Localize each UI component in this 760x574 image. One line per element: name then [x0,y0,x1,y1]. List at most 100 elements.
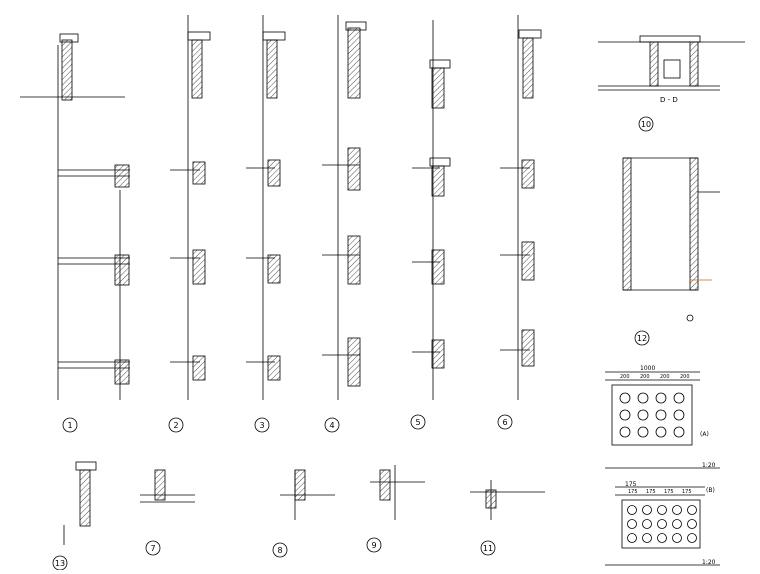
bolt-hole [672,519,682,529]
bolt-hole [619,409,631,421]
plate-a-dim-1: 200 [640,374,650,380]
bolt-hole [673,409,685,421]
plate-a-dim-2: 200 [660,374,670,380]
plate-b-dim-2: 175 [664,489,674,495]
scale-1: 1:20 [702,462,716,469]
plate-a-bolts [619,392,685,438]
plate-b-tag: (B) [706,487,715,494]
detail-number-6: 6 [502,418,507,427]
plate-b-dim-3: 175 [682,489,692,495]
bolt-hole [642,533,652,543]
detail-marker-12 [634,330,650,346]
opening [663,59,681,79]
wall-top [431,67,445,109]
plate-a-width: 1000 [640,365,655,372]
wall-right [689,157,699,291]
bolt-hole [687,533,697,543]
bolt-hole [627,505,637,515]
detail-marker-texts: 1 2 3 4 5 6 10 12 13 7 8 9 11 [55,120,651,568]
parapet-cap [59,33,79,43]
plate-b-dim-0: 175 [628,489,638,495]
detail-number-1: 1 [67,421,72,430]
beam-1 [521,159,535,189]
bolt-hole [637,426,649,438]
cap [75,461,97,471]
bolt-hole [655,426,667,438]
detail-number-7: 7 [150,544,155,553]
section-dd-label: D - D [660,96,678,104]
detail-9 [370,465,425,520]
parapet-cap [262,31,286,41]
detail-4 [322,15,367,400]
detail-number-8: 8 [277,546,282,555]
plate-outline [621,499,701,549]
plate-b-bolts [627,505,697,543]
plate-outline [611,384,693,446]
detail-5 [412,20,451,400]
detail-number-10: 10 [641,120,651,129]
detail-8 [280,469,335,520]
wall-top [522,37,534,99]
detail-marker-10 [638,116,654,132]
top-cap [639,35,701,43]
detail-3 [246,15,286,400]
detail-2 [170,15,211,400]
detail-marker-3 [254,417,270,433]
detail-marker-6 [497,414,513,430]
detail-marker-7 [145,540,161,556]
detail-marker-1 [62,417,78,433]
plate-b-dim: 175 [625,481,637,488]
detail-marker-11 [480,540,496,556]
wall-top [191,39,203,99]
beam [294,469,306,501]
beam-1 [347,147,361,191]
detail-number-5: 5 [415,418,420,427]
wall-top [266,39,278,99]
wall-left [622,157,632,291]
detail-markers [52,116,654,571]
bolt-hole [642,519,652,529]
beam-3 [267,355,281,381]
bolt-hole [657,519,667,529]
scale-2: 1:20 [702,559,716,566]
beam [379,469,391,501]
bolt-hole [619,392,631,404]
bolt-hole [655,392,667,404]
bolt-hole [687,519,697,529]
wall-left [649,41,659,87]
bolt-hole [657,533,667,543]
beam-3 [114,359,130,385]
detail-6 [500,15,542,400]
beam-2 [521,241,535,281]
parapet-cap [518,29,542,39]
detail-marker-5 [410,414,426,430]
beam-3 [521,329,535,367]
detail-7 [140,469,195,503]
plate-b-dims: 175 175 175 175 [628,489,692,495]
detail-number-13: 13 [55,559,65,568]
bolt-hole [673,392,685,404]
beam-2 [267,254,281,284]
detail-13 [63,461,97,545]
bolt-hole [619,426,631,438]
wall-top [347,27,361,99]
beam-2 [347,235,361,285]
detail-marker-9 [366,537,382,553]
beam-1 [267,159,281,187]
detail-10 [598,35,745,91]
detail-1 [20,33,130,400]
beam-1 [431,165,445,197]
plate-a-tag: (A) [700,431,709,438]
detail-number-4: 4 [329,421,334,430]
plate-a-dim-0: 200 [620,374,630,380]
detail-number-11: 11 [483,544,493,553]
bolt-hole [627,533,637,543]
bolt-hole [673,426,685,438]
wall-top [61,39,73,101]
detail-marker-8 [272,542,288,558]
plate-b-dim-1: 175 [646,489,656,495]
detail-11 [470,480,545,520]
